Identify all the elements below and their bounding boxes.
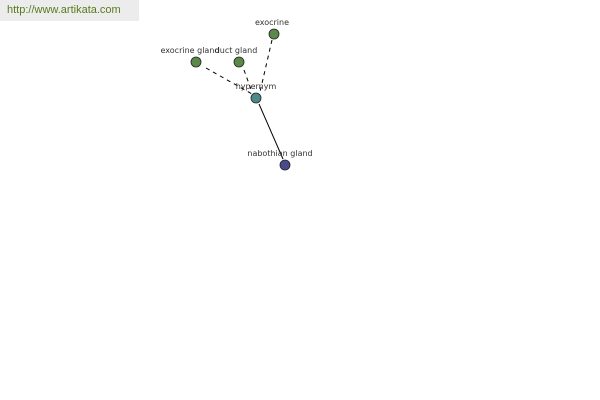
site-url-link[interactable]: http://www.artikata.com <box>7 4 121 16</box>
node-circle-icon[interactable] <box>190 56 202 68</box>
node-nabothian-gland[interactable]: nabothian gland <box>247 149 313 171</box>
url-bar: http://www.artikata.com <box>0 0 139 21</box>
node-duct-gland[interactable]: duct gland <box>215 46 258 68</box>
edges-layer <box>205 39 284 160</box>
edge-exocrine-gland-to-hypernym <box>205 67 253 95</box>
node-label: exocrine gland <box>161 46 220 55</box>
node-label: duct gland <box>215 46 258 55</box>
node-exocrine-gland[interactable]: exocrine gland <box>161 46 220 68</box>
edge-duct-gland-to-hypernym <box>243 69 253 93</box>
node-circle-icon[interactable] <box>268 28 280 40</box>
node-exocrine[interactable]: exocrine <box>255 18 289 40</box>
edge-hypernym-to-nabothian-gland <box>258 103 284 160</box>
node-label: nabothian gland <box>247 149 312 158</box>
node-circle-icon[interactable] <box>279 159 291 171</box>
edge-exocrine-to-hypernym <box>259 39 273 93</box>
node-label: exocrine <box>255 18 289 27</box>
node-hypernym[interactable]: hypernym <box>236 82 277 104</box>
node-circle-icon[interactable] <box>233 56 245 68</box>
node-circle-icon[interactable] <box>250 92 262 104</box>
node-label: hypernym <box>236 82 277 91</box>
